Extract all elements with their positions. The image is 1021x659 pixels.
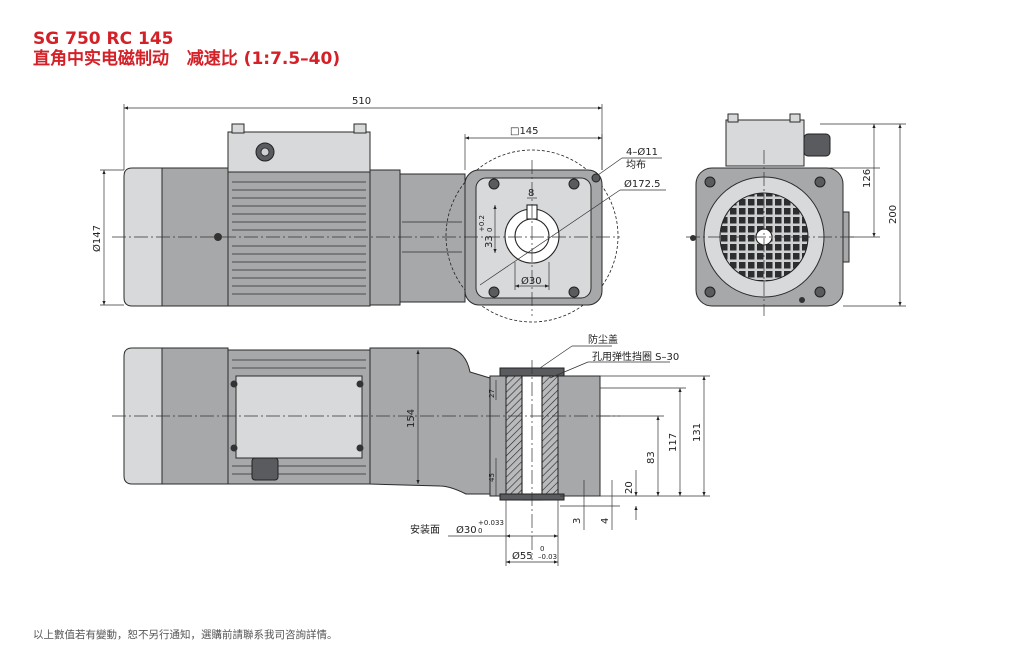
- side-cable-gland: [251, 457, 279, 481]
- end-view: 126 200: [686, 113, 906, 316]
- dim-motor-dia: Ø147: [91, 225, 103, 252]
- gear-housing: [399, 173, 466, 303]
- dim-pilot-tol-lower: –0.03: [538, 553, 557, 561]
- dim-shaft-dia: Ø30: [456, 524, 477, 536]
- side-terminal-plate: [235, 375, 363, 459]
- end-cable-gland: [803, 133, 831, 157]
- label-pcd: Ø172.5: [624, 178, 661, 190]
- dim-bore: Ø30: [521, 275, 542, 287]
- dim-key-height: 33: [484, 235, 495, 248]
- label-dust-cover: 防尘盖: [588, 333, 618, 346]
- terminal-box-clip-right: [353, 123, 367, 134]
- dim-117: 117: [668, 433, 679, 452]
- dim-4: 4: [600, 518, 611, 524]
- dim-27: 27: [488, 389, 496, 398]
- dim-20: 20: [624, 481, 635, 494]
- bolt-hole-icon: [568, 178, 580, 190]
- side-view: 防尘盖 孔用弹性挡圈 S–30 154 27 45 131 117 83 20 …: [112, 333, 710, 566]
- end-terminal-box: [725, 119, 805, 167]
- dim-45: 45: [488, 473, 496, 482]
- model-title: SG 750 RC 145: [33, 29, 174, 49]
- dim-overall-length: 510: [352, 96, 371, 107]
- dim-key-tol-lower: 0: [486, 228, 494, 232]
- dim-flange-square: □145: [510, 126, 539, 137]
- bolt-hole-icon: [488, 178, 500, 190]
- dim-height-200: 200: [888, 205, 899, 224]
- bolt-hole-icon: [488, 286, 500, 298]
- label-bolt-holes: 4–Ø11: [626, 146, 658, 158]
- dim-shaft-tol-lower: 0: [478, 527, 482, 535]
- model-subtitle: 直角中实电磁制动 减速比 (1:7.5–40): [33, 49, 341, 69]
- motor-body: [227, 171, 371, 307]
- motor-fins: [232, 181, 366, 295]
- dim-key-tol-upper: +0.2: [478, 215, 486, 232]
- dim-pilot-dia: Ø55: [512, 550, 533, 562]
- dim-83: 83: [646, 451, 657, 464]
- top-view: 510 □145 Ø147: [91, 96, 666, 323]
- label-bolt-holes-note: 均布: [626, 159, 646, 171]
- dim-key-width: 8: [528, 188, 534, 199]
- bolt-hole-icon: [591, 173, 601, 183]
- label-circlip: 孔用弹性挡圈 S–30: [592, 350, 679, 363]
- dim-height-154: 154: [406, 409, 417, 428]
- terminal-box-clip-left: [231, 123, 245, 134]
- label-mount-face: 安装面: [410, 523, 440, 536]
- dim-shaft-tol-upper: +0.033: [478, 519, 504, 527]
- terminal-box: [227, 131, 371, 173]
- dim-3: 3: [572, 518, 583, 524]
- adapter-flange: [369, 169, 401, 306]
- bolt-hole-icon: [568, 286, 580, 298]
- pcd-circle: [445, 149, 619, 323]
- dim-131: 131: [692, 423, 703, 442]
- dim-height-126: 126: [862, 169, 873, 188]
- footer-note: 以上數值若有變動，恕不另行通知，選購前請聯系我司咨詢詳情。: [33, 629, 338, 641]
- side-gear-housing: [369, 347, 491, 495]
- title-block: SG 750 RC 145 直角中实电磁制动 减速比 (1:7.5–40): [33, 30, 340, 70]
- dim-pilot-tol-upper: 0: [540, 545, 544, 553]
